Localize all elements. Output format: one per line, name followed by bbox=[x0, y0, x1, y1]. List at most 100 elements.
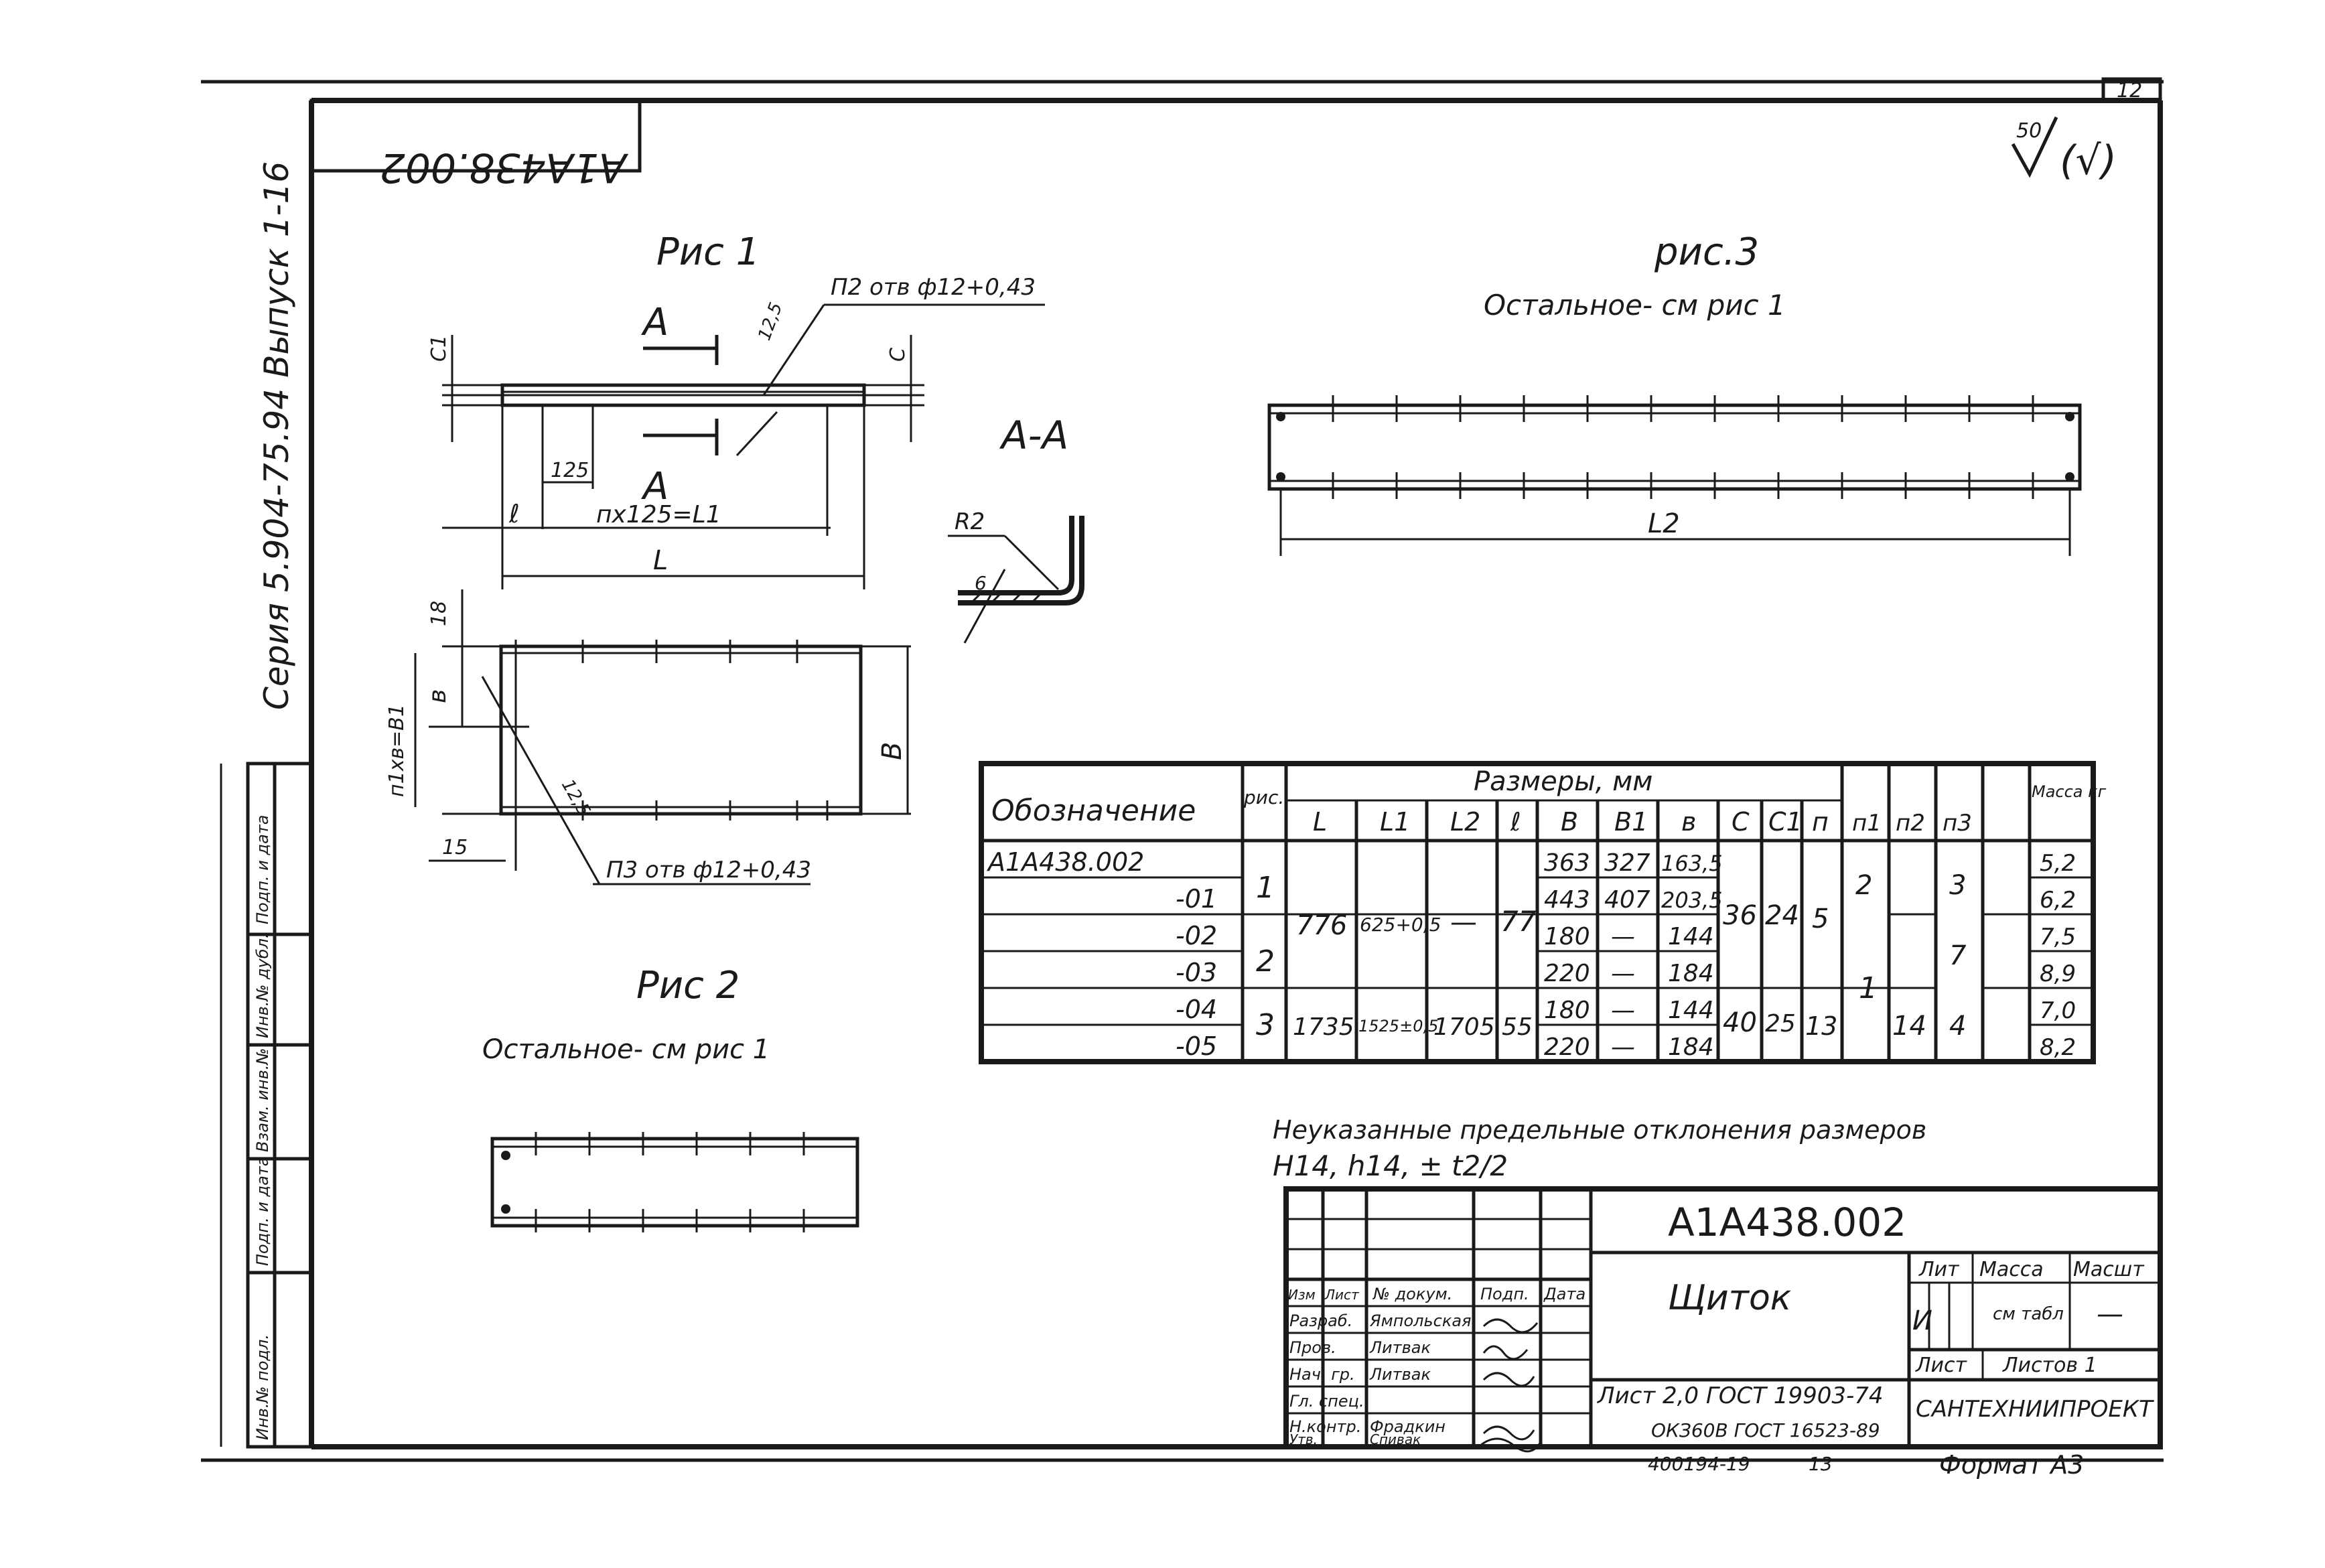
footer-code: 400194-19 bbox=[1648, 1453, 1750, 1475]
tb-col-date: Дата bbox=[1543, 1285, 1586, 1303]
cell-n-0: 5 bbox=[1812, 904, 1829, 934]
figure-1: Рис 1 П2 отв ф12+0,43 12,5 А А С1 С 12 bbox=[385, 230, 1045, 885]
tb-col-list: Лист bbox=[1324, 1287, 1360, 1303]
note-line1: Неуказанные предельные отклонения размер… bbox=[1273, 1115, 1926, 1145]
stamp-sign: Подп. и дата bbox=[253, 1157, 272, 1267]
section-title: А-А bbox=[999, 413, 1068, 458]
tolerance-note: Неуказанные предельные отклонения размер… bbox=[1273, 1115, 1926, 1182]
cell-B-4: 180 bbox=[1544, 997, 1590, 1024]
cell-fig-1: 1 bbox=[1256, 871, 1275, 905]
dim-nx125: пх125=L1 bbox=[596, 501, 721, 528]
th-sizes: Размеры, мм bbox=[1474, 766, 1652, 797]
tb-material-1: Лист 2,0 ГОСТ 19903-74 bbox=[1596, 1382, 1884, 1409]
cell-b-3: 184 bbox=[1668, 960, 1714, 987]
tb-col-izm: Изм bbox=[1288, 1287, 1316, 1303]
th-l: ℓ bbox=[1510, 807, 1521, 837]
th-C1: С1 bbox=[1768, 807, 1803, 837]
sheet-number: 12 bbox=[2117, 79, 2142, 102]
figure-3: рис.3 Остальное- см рис 1 bbox=[1267, 230, 2082, 556]
tb-role-5: Утв. bbox=[1289, 1431, 1318, 1447]
fig2-note: Остальное- см рис 1 bbox=[482, 1034, 770, 1065]
section-angle: 6 bbox=[975, 572, 987, 594]
cell-L2-0: — bbox=[1450, 907, 1477, 938]
cell-mass-2: 7,5 bbox=[2040, 924, 2076, 950]
dim-B: В bbox=[877, 742, 908, 760]
section-mark-top: А bbox=[641, 301, 668, 344]
th-B1: В1 bbox=[1614, 807, 1648, 837]
svg-text:50: 50 bbox=[2016, 119, 2042, 143]
tb-col-doc: № докум. bbox=[1372, 1285, 1452, 1303]
row-designation-0: А1А438.002 bbox=[986, 847, 1144, 877]
tb-org: САНТЕХНИИПРОЕКТ bbox=[1916, 1396, 2154, 1423]
cell-l-1: 55 bbox=[1502, 1013, 1533, 1041]
dim-l: ℓ bbox=[508, 499, 520, 528]
cell-B1-2: — bbox=[1611, 923, 1635, 950]
cell-n3-2: 4 bbox=[1949, 1011, 1966, 1042]
cell-mass-1: 6,2 bbox=[2040, 887, 2076, 914]
cell-b-2: 144 bbox=[1668, 923, 1714, 950]
section-mark-bottom: А bbox=[641, 465, 668, 508]
cell-B1-5: — bbox=[1611, 1034, 1635, 1061]
cell-B1-1: 407 bbox=[1604, 886, 1650, 914]
cell-mass-3: 8,9 bbox=[2040, 960, 2076, 987]
title-block: А1А438.002 Щиток Лит Масса Масшт И см та… bbox=[1283, 1186, 2163, 1453]
svg-text:(√): (√) bbox=[2060, 137, 2117, 184]
cell-L-1: 1735 bbox=[1293, 1013, 1354, 1041]
stamp-swap: Взам. инв.№ bbox=[253, 1048, 272, 1152]
tb-name-1: Литвак bbox=[1369, 1338, 1431, 1357]
cell-b-4: 144 bbox=[1668, 997, 1714, 1024]
row-designation-2: -02 bbox=[1176, 921, 1217, 950]
th-n1: п1 bbox=[1852, 810, 1882, 837]
stamp-inv: Инв.№ подл. bbox=[253, 1334, 272, 1440]
dim-L: L bbox=[653, 545, 668, 576]
stamp-dupl: Инв.№ дубл. bbox=[253, 933, 272, 1038]
cell-L1-1: 1525±0,5 bbox=[1358, 1017, 1438, 1036]
roughness-symbol: 50 (√) bbox=[2011, 116, 2117, 184]
cell-mass-5: 8,2 bbox=[2040, 1034, 2076, 1061]
cell-L-0: 776 bbox=[1296, 910, 1347, 941]
cell-n3-1: 7 bbox=[1949, 940, 1967, 971]
th-L2: L2 bbox=[1450, 807, 1480, 837]
tb-mass-label: Масса bbox=[1979, 1258, 2044, 1281]
stamp-subst: Подп. и дата bbox=[253, 815, 272, 925]
cell-C1-0: 24 bbox=[1765, 900, 1799, 931]
tb-role-0: Разраб. bbox=[1289, 1311, 1352, 1330]
cell-B1-0: 327 bbox=[1604, 849, 1650, 877]
cell-fig-2: 2 bbox=[1256, 944, 1275, 979]
dim-15: 15 bbox=[442, 836, 468, 859]
dim-L2: L2 bbox=[1648, 508, 1680, 539]
dim-b: в bbox=[424, 689, 451, 703]
th-b: в bbox=[1681, 807, 1696, 837]
th-n2: п2 bbox=[1896, 810, 1925, 837]
tb-col-sign: Подп. bbox=[1480, 1285, 1529, 1303]
cell-b-0: 163,5 bbox=[1661, 851, 1723, 876]
cell-b-5: 184 bbox=[1668, 1034, 1714, 1061]
tb-lit-value: И bbox=[1912, 1305, 1932, 1336]
tb-sheet-label: Лист bbox=[1915, 1354, 1968, 1377]
cell-l-0: 77 bbox=[1500, 905, 1537, 938]
cell-C-0: 36 bbox=[1723, 900, 1757, 931]
dim-125: 125 bbox=[551, 459, 589, 482]
rotated-doc-code: А1А438.002 bbox=[380, 144, 629, 191]
series-label: Серия 5.904-75.94 Выпуск 1-16 bbox=[257, 161, 296, 710]
cell-mass-0: 5,2 bbox=[2040, 850, 2076, 877]
th-mass: Масса кг bbox=[2032, 782, 2107, 801]
rotated-doc-code-box: А1А438.002 bbox=[309, 98, 642, 191]
cell-b-1: 203,5 bbox=[1661, 887, 1723, 913]
cell-n3-0: 3 bbox=[1949, 870, 1966, 901]
tb-name: Щиток bbox=[1668, 1278, 1792, 1318]
row-designation-3: -03 bbox=[1176, 958, 1217, 987]
section-radius: R2 bbox=[955, 508, 985, 535]
dim-c1: С1 bbox=[427, 335, 451, 362]
cell-n1-0: 2 bbox=[1855, 870, 1872, 901]
tb-scale-value: — bbox=[2097, 1299, 2123, 1330]
tb-name-2: Литвак bbox=[1369, 1365, 1431, 1384]
cell-fig-3: 3 bbox=[1256, 1008, 1275, 1042]
fig3-note: Остальное- см рис 1 bbox=[1484, 289, 1786, 322]
fig1-title: Рис 1 bbox=[656, 230, 760, 274]
fig2-title: Рис 2 bbox=[636, 964, 739, 1007]
tb-role-1: Пров. bbox=[1289, 1338, 1336, 1357]
cell-n1-1: 1 bbox=[1859, 971, 1878, 1005]
th-L: L bbox=[1313, 807, 1327, 837]
